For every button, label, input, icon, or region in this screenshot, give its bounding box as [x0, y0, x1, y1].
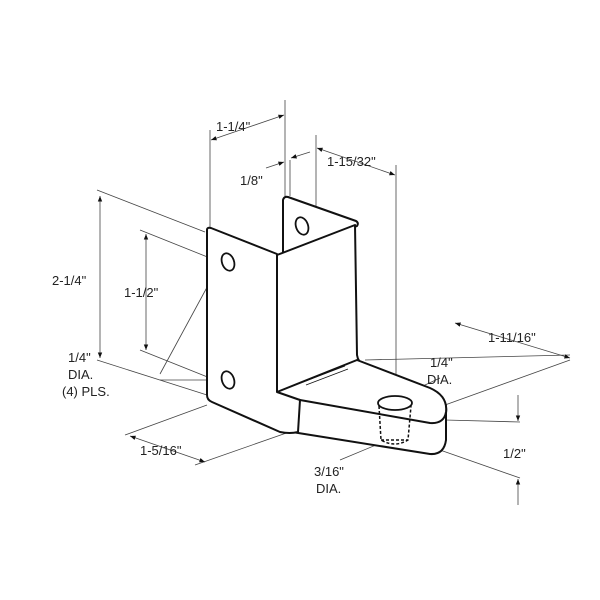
- dim-mount-holes-size: 1/4": [68, 350, 91, 365]
- mount-hole-icon: [294, 216, 310, 236]
- dimension-labels: 1-1/4" 1/8" 1-15/32" 2-1/4" 1-1/2" 1/4" …: [52, 119, 536, 496]
- dim-bottom-hole-size: 3/16": [314, 464, 344, 479]
- dim-mount-holes-count: (4) PLS.: [62, 384, 110, 399]
- dim-foot-length: 1-11/16": [488, 330, 536, 345]
- dim-pin-hole-dia: DIA.: [427, 372, 452, 387]
- dim-mount-holes-dia: DIA.: [68, 367, 93, 382]
- bracket-part: [206, 195, 448, 456]
- dim-overall-height: 2-1/4": [52, 273, 87, 288]
- dim-pin-hole-size: 1/4": [430, 355, 453, 370]
- mount-hole-icon: [220, 252, 236, 272]
- dim-foot-height: 1/2": [503, 446, 526, 461]
- mount-hole-icon: [220, 370, 236, 390]
- dim-depth: 1-15/32": [327, 154, 376, 169]
- pin-hole-icon: [377, 395, 413, 411]
- dim-top-width: 1-1/4": [216, 119, 251, 134]
- extension-lines: [96, 100, 571, 479]
- dim-base-width: 1-5/16": [140, 443, 182, 458]
- dim-thickness: 1/8": [240, 173, 263, 188]
- dim-bottom-hole-dia: DIA.: [316, 481, 341, 496]
- dim-hole-spacing: 1-1/2": [124, 285, 159, 300]
